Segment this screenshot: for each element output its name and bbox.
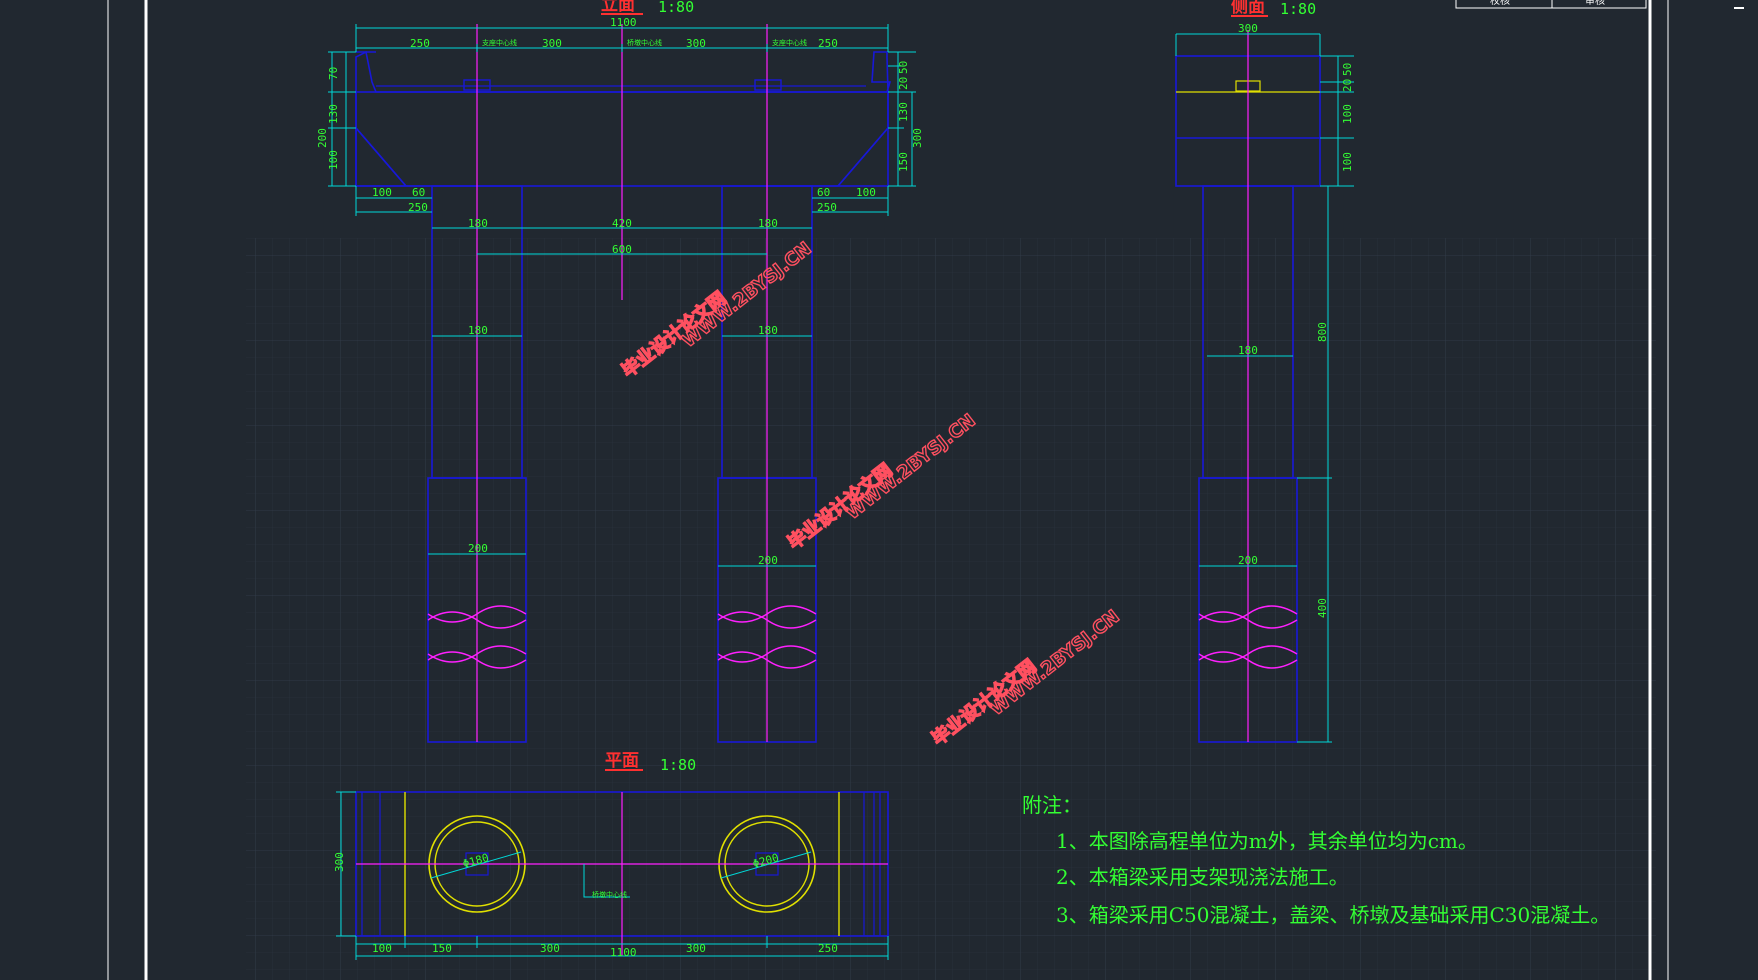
side-dimension-text: 300 20 50 100 100 180 200 800 400 — [1238, 22, 1354, 618]
front-dimension-lines — [328, 24, 916, 567]
dim-bottom-left-a: 100 — [372, 186, 392, 199]
side-dimension-lines — [1175, 33, 1354, 743]
side-dim-width: 300 — [1238, 22, 1258, 35]
side-dim-pile-height: 400 — [1316, 598, 1329, 618]
background-grid — [246, 238, 1656, 980]
plan-dimension-text: 300 100 150 300 300 250 1100 — [333, 852, 838, 959]
dim-bottom-left-total: 250 — [408, 201, 428, 214]
break-marks-side — [1198, 605, 1298, 669]
dim-total-width: 1100 — [610, 16, 637, 29]
cap-beam-haunch-right — [837, 127, 889, 187]
sheet-frame — [107, 0, 1744, 980]
plan-dim-b5: 250 — [818, 942, 838, 955]
note-item-3: 3、箱梁采用C50混凝土，盖梁、桥墩及基础采用C30混凝土。 — [1056, 903, 1610, 927]
plan-label-center: 桥墩中心线 — [592, 890, 627, 899]
side-dim-h2: 50 — [1341, 63, 1354, 76]
plan-dim-b4: 300 — [686, 942, 706, 955]
plan-view-scale: 1:80 — [660, 756, 696, 774]
dim-seg-left: 250 — [410, 37, 430, 50]
bearing-pad-right — [754, 79, 782, 91]
side-elevation-view[interactable]: 侧面 1:80 — [1175, 0, 1354, 743]
note-item-2: 2、本箱梁采用支架现浇法施工。 — [1056, 865, 1349, 889]
plan-dim-depth: 300 — [333, 852, 346, 872]
plan-diameter-lines — [430, 851, 812, 898]
cap-beam-outline — [355, 50, 892, 187]
dim-h-mid-left: 130 — [327, 104, 340, 124]
plan-dim-b2: 150 — [432, 942, 452, 955]
side-dim-h1: 20 — [1341, 79, 1354, 92]
dim-col-width-right: 180 — [758, 217, 778, 230]
label-bearing-left: 支座中心线 — [482, 38, 517, 47]
cap-beam-haunch-left — [355, 127, 407, 187]
dim-h-top-left: 70 — [327, 67, 340, 80]
plan-view-title: 平面 — [605, 751, 639, 771]
plan-dim-total: 1100 — [610, 946, 637, 959]
side-dim-h4: 100 — [1341, 152, 1354, 172]
side-dim-h3: 100 — [1341, 104, 1354, 124]
dim-col-inner-left: 180 — [468, 324, 488, 337]
plan-dim-b3: 300 — [540, 942, 560, 955]
plan-dim-b1: 100 — [372, 942, 392, 955]
plan-center-lines — [356, 792, 888, 956]
dim-seg-mid-right: 300 — [686, 37, 706, 50]
dim-col-width-left: 180 — [468, 217, 488, 230]
dim-col-gap: 420 — [612, 217, 632, 230]
note-item-1: 1、本图除高程单位为m外，其余单位均为cm。 — [1056, 829, 1478, 853]
front-elevation-view[interactable]: 立面 1:80 — [316, 0, 924, 743]
dim-seg-right: 250 — [818, 37, 838, 50]
dim-h-top-right-b: 50 — [897, 61, 910, 74]
dim-pile-left: 200 — [468, 542, 488, 555]
label-bearing-right: 支座中心线 — [772, 38, 807, 47]
side-view-title: 侧面 — [1231, 0, 1265, 17]
dim-bottom-left-b: 60 — [412, 186, 425, 199]
side-dim-pile: 200 — [1238, 554, 1258, 567]
front-dimension-text: 1100 250 300 300 250 支座中心线 桥墩中心线 支座中心线 7… — [316, 16, 924, 567]
dim-h-total-right: 300 — [911, 128, 924, 148]
dim-bottom-right-total: 250 — [817, 201, 837, 214]
dim-pile-right: 200 — [758, 554, 778, 567]
side-view-scale: 1:80 — [1280, 0, 1316, 18]
title-block-cell-1: 校核 — [1490, 0, 1510, 7]
dim-h-total-left: 200 — [316, 128, 329, 148]
dim-bottom-right-a: 60 — [817, 186, 830, 199]
dim-h-bot-right: 150 — [897, 152, 910, 172]
side-dim-col: 180 — [1238, 344, 1258, 357]
plan-dimension-lines — [336, 791, 889, 960]
dim-bottom-right-b: 100 — [856, 186, 876, 199]
front-view-title: 立面 — [601, 0, 635, 15]
dim-h-bot-left: 100 — [327, 150, 340, 170]
notes-block: 附注： 1、本图除高程单位为m外，其余单位均为cm。 2、本箱梁采用支架现浇法施… — [1022, 793, 1610, 927]
notes-heading: 附注： — [1022, 793, 1082, 817]
front-view-scale: 1:80 — [658, 0, 694, 16]
dim-col-inner-right: 180 — [758, 324, 778, 337]
title-block: 校核 审核 — [1490, 0, 1605, 7]
title-block-cell-2: 审核 — [1585, 0, 1605, 7]
dim-col-centers: 600 — [612, 243, 632, 256]
plan-view[interactable]: 平面 1:80 Φ180 Φ200 桥墩中心线 — [333, 751, 889, 960]
dim-h-mid-right: 130 — [897, 102, 910, 122]
side-dim-col-height: 800 — [1316, 322, 1329, 342]
label-pier-center: 桥墩中心线 — [627, 38, 662, 47]
dim-h-top-right-a: 20 — [897, 77, 910, 90]
dim-seg-mid-left: 300 — [542, 37, 562, 50]
